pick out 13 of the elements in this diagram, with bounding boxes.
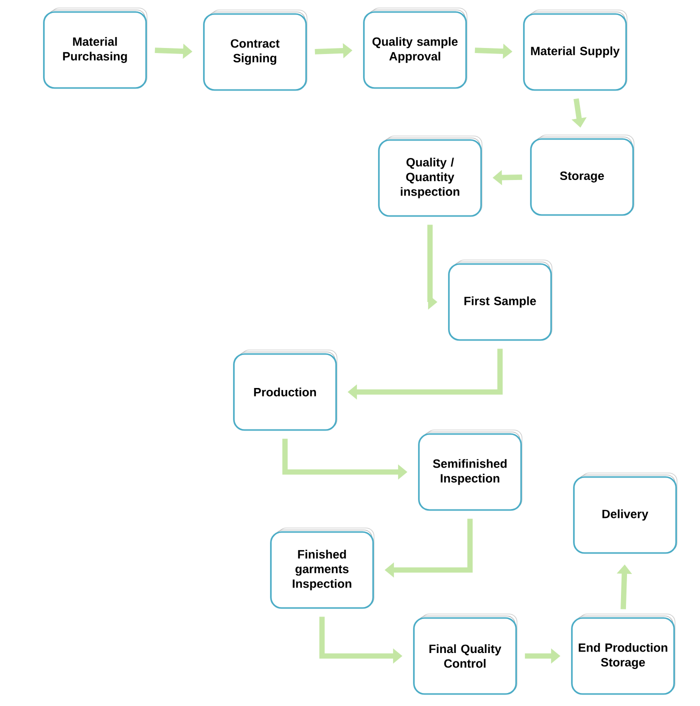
process-box: Storage	[530, 134, 634, 216]
process-box: End Production Storage	[571, 614, 676, 695]
process-box: Material Purchasing	[43, 8, 148, 89]
process-box: Contract Signing	[203, 10, 308, 91]
process-box: Quality / Quantity inspection	[378, 136, 482, 217]
process-box: Semifinished Inspection	[418, 430, 522, 511]
process-box: Material Supply	[523, 10, 628, 91]
process-box: Production	[233, 350, 338, 431]
process-box: First Sample	[448, 260, 552, 341]
process-box: Finished garments Inspection	[270, 528, 374, 609]
process-box: Delivery	[573, 472, 678, 554]
process-box: Quality sample Approval	[363, 8, 468, 89]
process-box: Final Quality Control	[413, 614, 518, 695]
